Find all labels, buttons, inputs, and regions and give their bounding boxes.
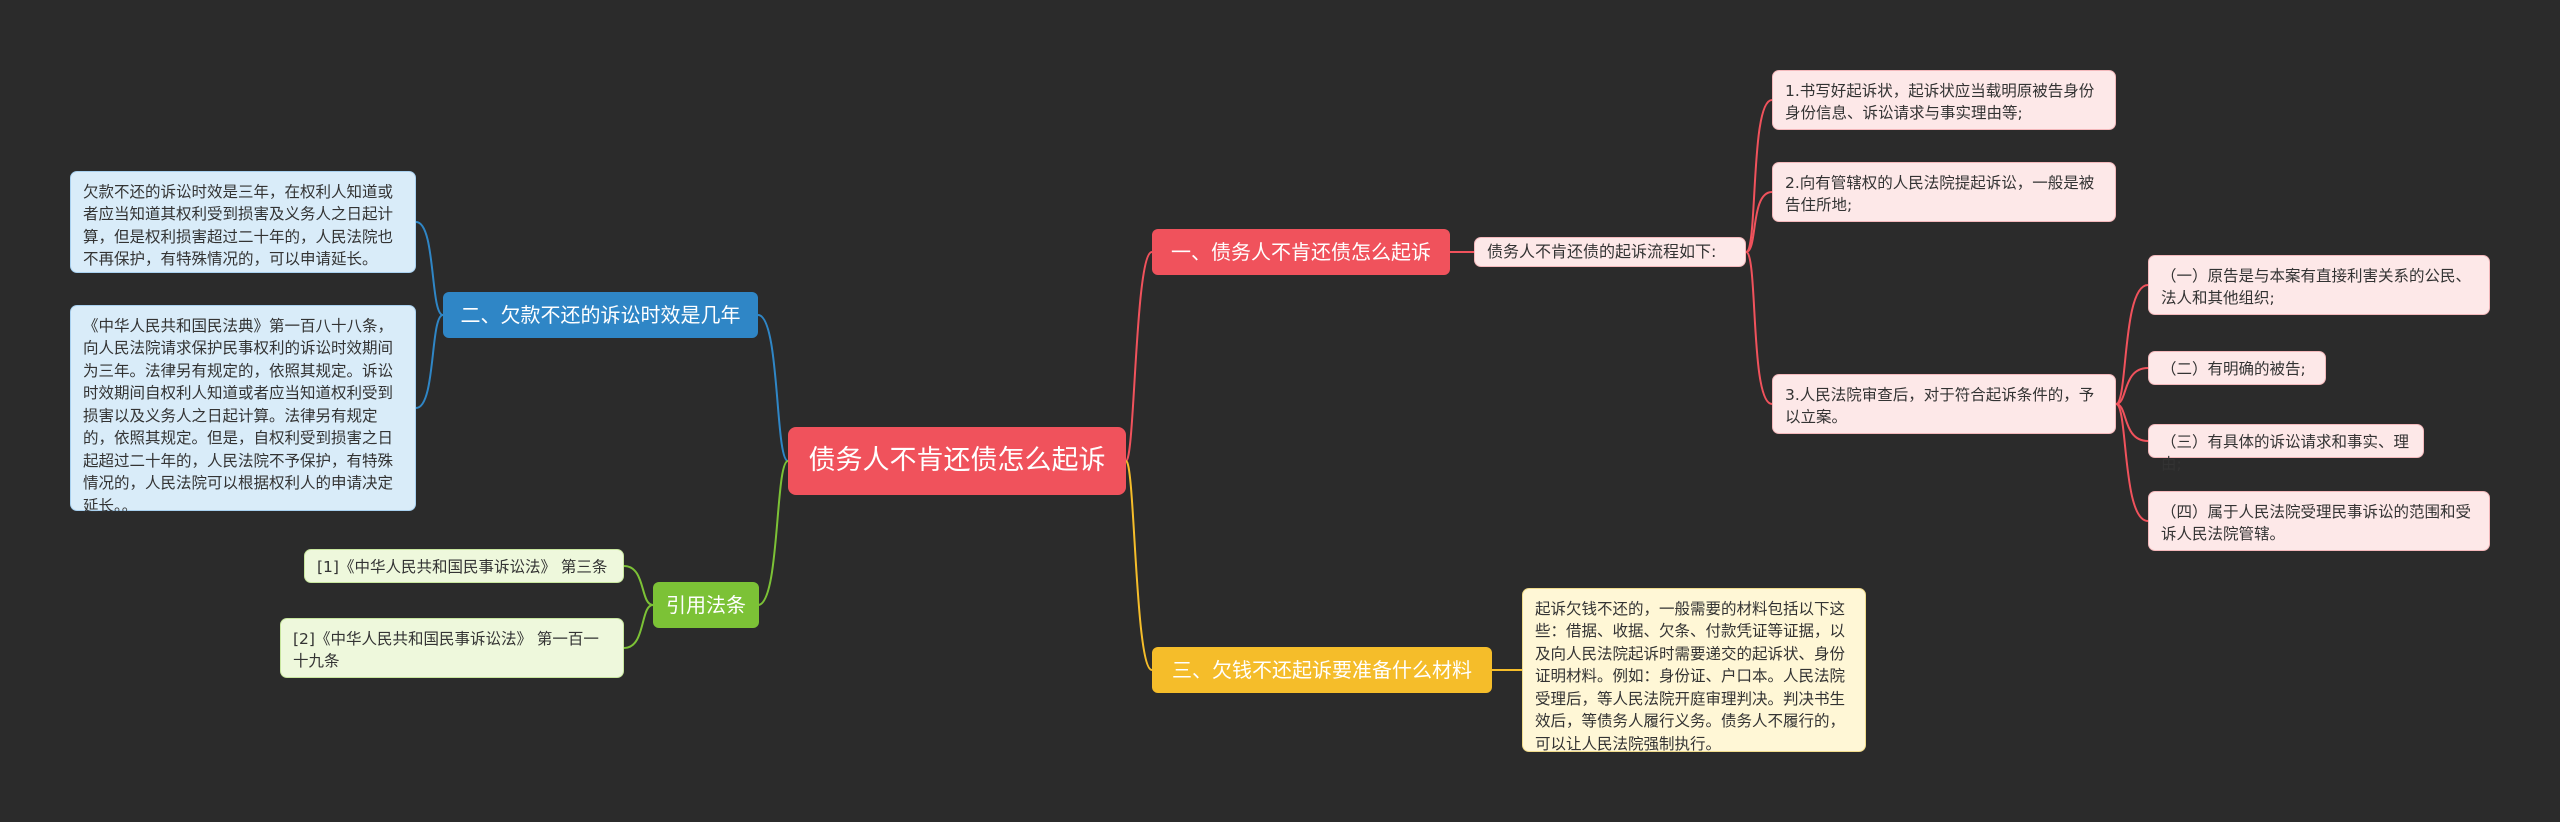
- condition-1-node[interactable]: （一）原告是与本案有直接利害关系的公民、法人和其他组织;: [2148, 255, 2490, 315]
- condition-4-node[interactable]: （四）属于人民法院受理民事诉讼的范围和受诉人民法院管辖。: [2148, 491, 2490, 551]
- condition-2-node[interactable]: （二）有明确的被告;: [2148, 351, 2326, 385]
- step-1-node[interactable]: 1.书写好起诉状，起诉状应当载明原被告身份身份信息、诉讼请求与事实理由等;: [1772, 70, 2116, 130]
- step-2-node[interactable]: 2.向有管辖权的人民法院提起诉讼，一般是被告住所地;: [1772, 162, 2116, 222]
- b2-leaf-1-node[interactable]: 欠款不还的诉讼时效是三年，在权利人知道或者应当知道其权利受到损害及义务人之日起计…: [70, 171, 416, 273]
- condition-3-node[interactable]: （三）有具体的诉讼请求和事实、理由;: [2148, 424, 2424, 473]
- branch-3-node[interactable]: 三、欠钱不还起诉要准备什么材料: [1152, 647, 1492, 693]
- b4-leaf-1-node[interactable]: [1]《中华人民共和国民事诉讼法》 第三条: [304, 549, 624, 583]
- branch-1-summary-node[interactable]: 债务人不肯还债的起诉流程如下:: [1474, 237, 1746, 267]
- branch-1-node[interactable]: 一、债务人不肯还债怎么起诉: [1152, 229, 1450, 275]
- root-topic[interactable]: 债务人不肯还债怎么起诉: [788, 427, 1126, 495]
- branch-2-node[interactable]: 二、欠款不还的诉讼时效是几年: [443, 292, 758, 338]
- b2-leaf-2-node[interactable]: 《中华人民共和国民法典》第一百八十八条，向人民法院请求保护民事权利的诉讼时效期间…: [70, 305, 416, 515]
- b3-leaf-node[interactable]: 起诉欠钱不还的，一般需要的材料包括以下这些：借据、收据、欠条、付款凭证等证据，以…: [1522, 588, 1866, 753]
- branch-4-node[interactable]: 引用法条: [653, 582, 759, 628]
- step-3-node[interactable]: 3.人民法院审查后，对于符合起诉条件的，予以立案。: [1772, 374, 2116, 434]
- b4-leaf-2-node[interactable]: [2]《中华人民共和国民事诉讼法》 第一百一十九条: [280, 618, 624, 678]
